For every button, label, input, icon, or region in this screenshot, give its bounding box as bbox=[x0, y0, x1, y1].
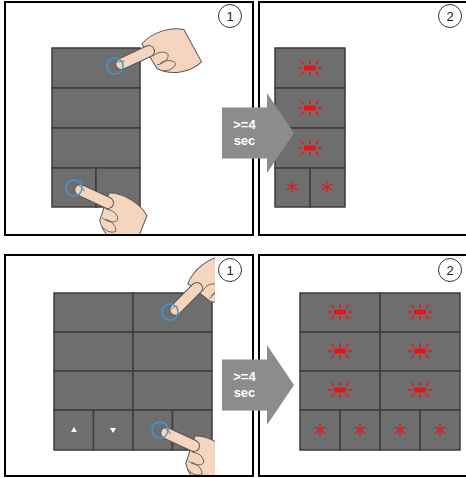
keypad bbox=[54, 293, 212, 450]
arrow-symbol bbox=[71, 427, 116, 433]
hand bbox=[147, 256, 215, 475]
hand bbox=[61, 21, 202, 234]
press-ring bbox=[152, 304, 178, 438]
callout-number: 1 bbox=[226, 264, 233, 277]
arrow-fill bbox=[222, 93, 294, 173]
press-ring bbox=[66, 58, 123, 196]
step-number: 1 bbox=[218, 258, 242, 282]
time-arrow: >=4 sec bbox=[222, 345, 294, 425]
duration-label: >=4 sec bbox=[224, 117, 265, 148]
duration-label: >=4 sec bbox=[224, 369, 265, 400]
time-arrow: >=4 sec bbox=[222, 93, 294, 173]
led-symbol bbox=[287, 60, 332, 193]
arrow-fill bbox=[222, 345, 294, 425]
keypad bbox=[52, 48, 140, 207]
step-number: 2 bbox=[438, 4, 462, 28]
callout-number: 2 bbox=[446, 10, 453, 23]
keypad bbox=[300, 293, 460, 450]
step-number: 2 bbox=[438, 258, 462, 282]
arrow-shape bbox=[222, 345, 294, 425]
panel-frame bbox=[5, 2, 466, 476]
led-symbol bbox=[315, 304, 445, 436]
step-number: 1 bbox=[218, 4, 242, 28]
callout-number: 1 bbox=[226, 10, 233, 23]
callout-number: 2 bbox=[446, 264, 453, 277]
arrow-shape bbox=[222, 93, 294, 173]
